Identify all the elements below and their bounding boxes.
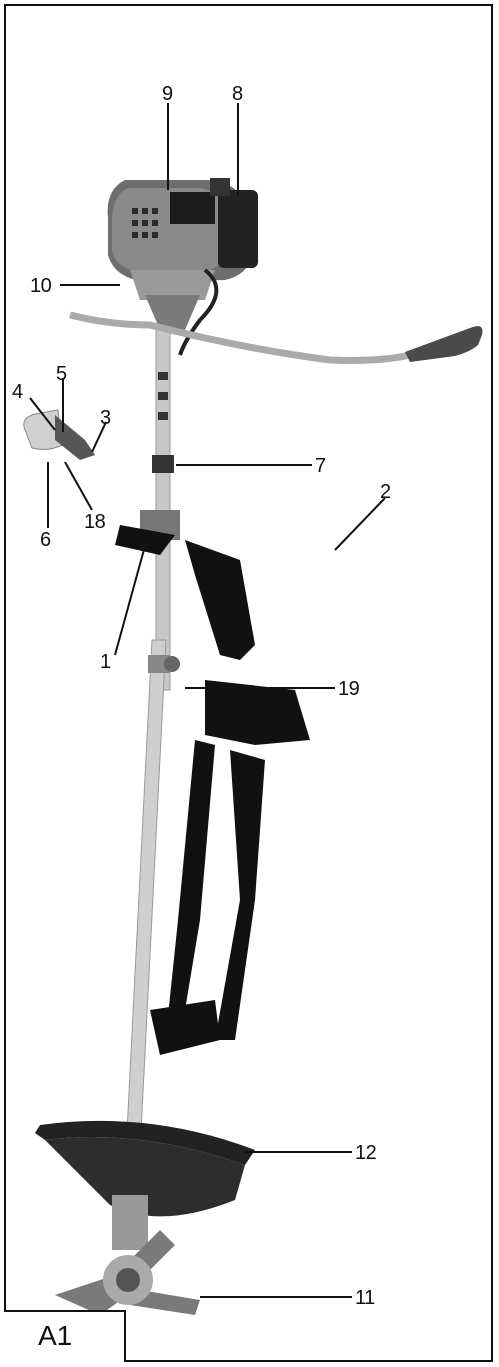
callout-4: 4 xyxy=(12,381,23,403)
callout-1: 1 xyxy=(100,651,111,673)
callout-12: 12 xyxy=(355,1142,377,1164)
callout-10: 10 xyxy=(30,275,52,297)
callout-18: 18 xyxy=(84,511,106,533)
callout-7: 7 xyxy=(315,455,326,477)
callout-3: 3 xyxy=(100,407,111,429)
callout-8: 8 xyxy=(232,83,243,105)
coupling-knob xyxy=(164,656,180,672)
callout-6: 6 xyxy=(40,529,51,551)
engine-housing xyxy=(108,178,258,355)
figure-label: A1 xyxy=(38,1320,72,1352)
callout-5: 5 xyxy=(56,363,67,385)
callout-19: 19 xyxy=(338,678,360,700)
handlebar xyxy=(24,315,483,540)
callout-11: 11 xyxy=(355,1287,375,1309)
callout-9: 9 xyxy=(162,83,173,105)
callout-2: 2 xyxy=(380,481,391,503)
